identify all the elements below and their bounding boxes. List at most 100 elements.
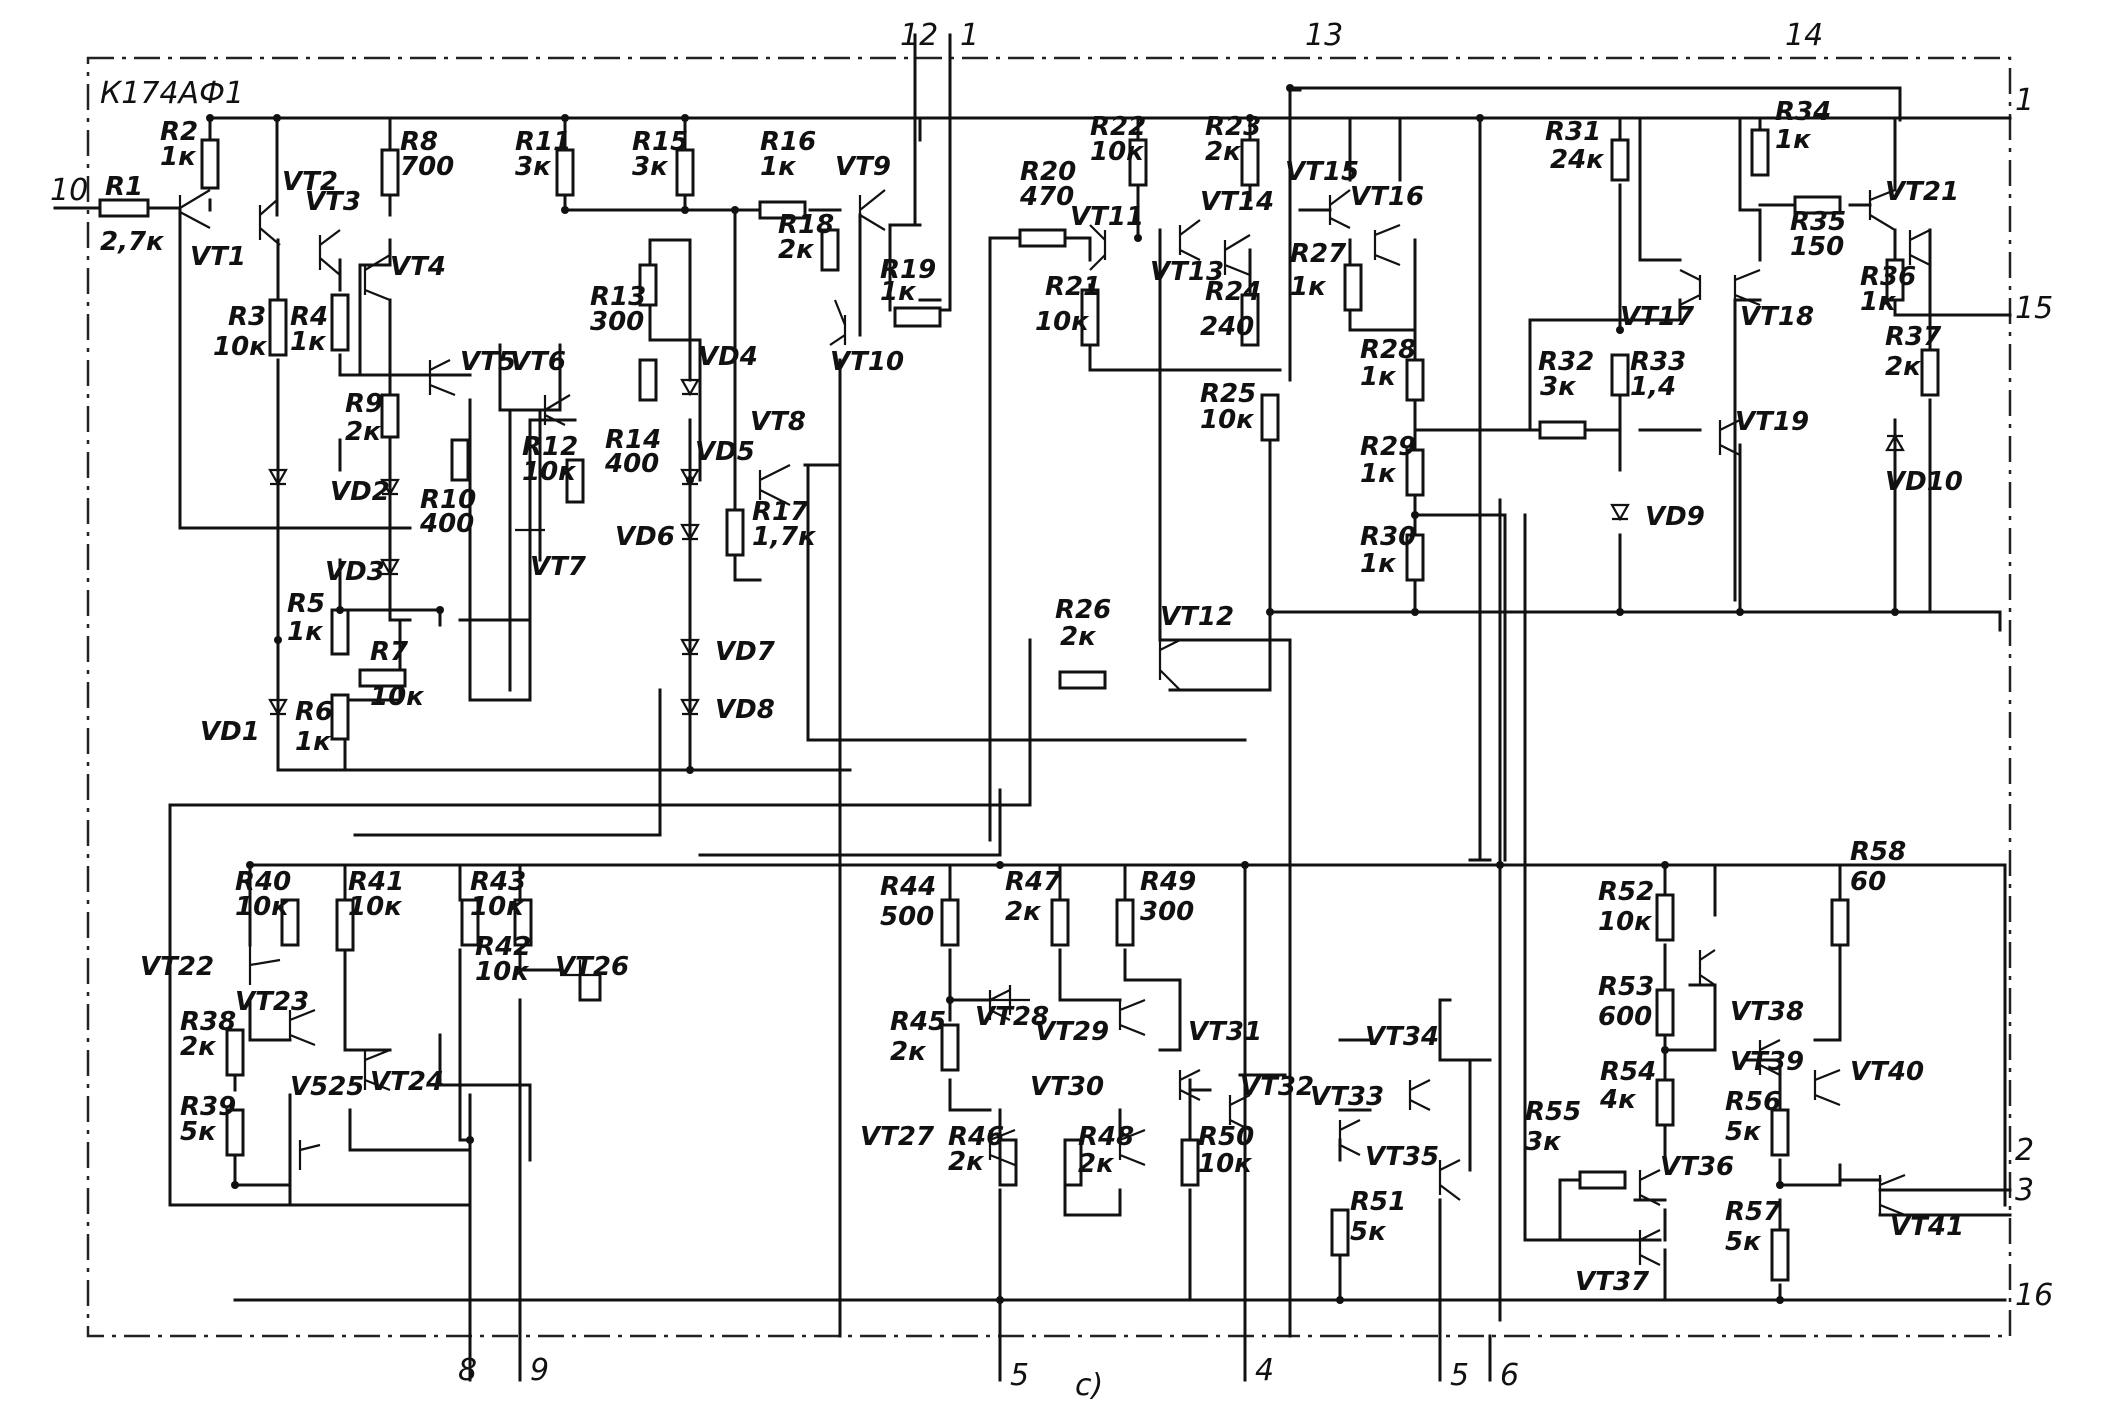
transistor-name: VT16 <box>1350 182 1424 212</box>
resistor-name: R17 <box>752 497 809 527</box>
transistor-name: VT9 <box>835 152 891 182</box>
pin-label: 9 <box>530 1353 549 1388</box>
diode-name: VD9 <box>1645 502 1705 532</box>
resistor-name: R19 <box>880 255 936 285</box>
diode-name: VD8 <box>715 695 775 725</box>
resistor-name: R23 <box>1205 112 1261 142</box>
resistor-name: R29 <box>1360 432 1416 462</box>
resistor-value: 2к <box>180 1032 217 1062</box>
pin-label: 6 <box>1500 1358 1519 1393</box>
resistor-name: R48 <box>1078 1122 1134 1152</box>
diode-name: VD7 <box>715 637 776 667</box>
resistor-value: 10к <box>1035 307 1090 337</box>
resistor-value: 4к <box>1599 1085 1637 1115</box>
resistor-value: 10к <box>470 892 525 922</box>
transistor-name: VT13 <box>1150 257 1224 287</box>
resistors <box>98 128 1940 1282</box>
resistor-name: R21 <box>1045 272 1101 302</box>
resistor-value: 10к <box>1090 137 1145 167</box>
resistor-value: 2к <box>1885 352 1922 382</box>
resistor-name: R3 <box>228 302 266 332</box>
resistor-value: 5к <box>1350 1217 1387 1247</box>
pin-label: 4 <box>1255 1353 1274 1388</box>
resistor-value: 1к <box>160 142 197 172</box>
resistor-value: 10к <box>475 957 530 987</box>
pin-label: 5 <box>1450 1358 1469 1393</box>
transistor-name: VT28 <box>975 1002 1049 1032</box>
transistor-name: VT39 <box>1730 1047 1804 1077</box>
pin-label: 1 <box>960 18 979 53</box>
transistor-name: VT30 <box>1030 1072 1104 1102</box>
resistor-value: 10к <box>348 892 403 922</box>
resistor-name: R7 <box>370 637 409 667</box>
resistor-name: R30 <box>1360 522 1416 552</box>
transistor-name: VT40 <box>1850 1057 1924 1087</box>
transistor-name: VT31 <box>1188 1017 1262 1047</box>
resistor-value: 60 <box>1850 867 1886 897</box>
resistor-name: R6 <box>295 697 333 727</box>
resistor-value: 10к <box>1200 405 1255 435</box>
resistor-name: R44 <box>880 872 936 902</box>
figure-caption: с) <box>1075 1368 1103 1403</box>
resistor-name: R8 <box>400 127 438 157</box>
resistor-name: R22 <box>1090 112 1146 142</box>
resistor-value: 1к <box>1360 362 1397 392</box>
transistor-name: VT41 <box>1890 1212 1964 1242</box>
pin-label: 16 <box>2015 1278 2053 1313</box>
pin-label: 1 <box>2015 83 2034 118</box>
resistor-name: R41 <box>348 867 404 897</box>
resistor-value: 2к <box>948 1147 985 1177</box>
transistor-name: VT37 <box>1575 1267 1650 1297</box>
resistor-name: R10 <box>420 485 476 515</box>
resistor-value: 5к <box>1725 1227 1762 1257</box>
resistor-name: R47 <box>1005 867 1062 897</box>
pin-label: 10 <box>50 173 88 208</box>
transistor-name: VT8 <box>750 407 806 437</box>
resistor-name: R46 <box>948 1122 1004 1152</box>
resistor-name: R5 <box>287 589 325 619</box>
resistor-name: R14 <box>605 425 661 455</box>
transistor-name: VT29 <box>1035 1017 1109 1047</box>
resistor-value: 1к <box>295 727 332 757</box>
resistor-value: 700 <box>400 152 454 182</box>
pin-label: 13 <box>1305 18 1343 53</box>
resistor-name: R15 <box>632 127 688 157</box>
transistor-name: VT34 <box>1365 1022 1439 1052</box>
resistor-name: R20 <box>1020 157 1076 187</box>
resistor-value: 10к <box>1598 907 1653 937</box>
resistor-value: 240 <box>1200 312 1254 342</box>
transistor-name: VT2 <box>282 167 338 197</box>
resistor-name: R50 <box>1198 1122 1254 1152</box>
pin-label: 8 <box>458 1353 477 1388</box>
diodes <box>268 378 1905 717</box>
transistor-name: VT22 <box>140 952 214 982</box>
resistor-name: R16 <box>760 127 816 157</box>
resistor-value: 1к <box>1775 125 1812 155</box>
transistor-name: VT12 <box>1160 602 1234 632</box>
resistor-name: R53 <box>1598 972 1654 1002</box>
resistor-value: 1к <box>760 152 797 182</box>
resistor-name: R4 <box>290 302 328 332</box>
resistor-name: R11 <box>515 127 571 157</box>
resistor-value: 1,7к <box>752 522 817 552</box>
chip-frame <box>86 56 2012 1338</box>
resistor-name: R43 <box>470 867 526 897</box>
transistor-name: VT24 <box>370 1067 444 1097</box>
transistor-name: VT10 <box>830 347 904 377</box>
resistor-name: R18 <box>778 210 834 240</box>
resistor-name: R55 <box>1525 1097 1581 1127</box>
transistor-name: V525 <box>290 1072 364 1102</box>
chip-title: К174АФ1 <box>100 76 244 111</box>
junctions <box>206 84 1899 1304</box>
transistor-name: VT32 <box>1240 1072 1314 1102</box>
resistor-value: 1к <box>290 327 327 357</box>
resistor-name: R49 <box>1140 867 1196 897</box>
resistor-value: 10к <box>370 682 425 712</box>
transistor-name: VT35 <box>1365 1142 1439 1172</box>
resistor-name: R38 <box>180 1007 236 1037</box>
resistor-value: 2к <box>1205 137 1242 167</box>
resistor-value: 470 <box>1019 182 1074 212</box>
resistor-name: R56 <box>1725 1087 1781 1117</box>
resistor-value: 3к <box>515 152 552 182</box>
resistor-name: R39 <box>180 1092 236 1122</box>
